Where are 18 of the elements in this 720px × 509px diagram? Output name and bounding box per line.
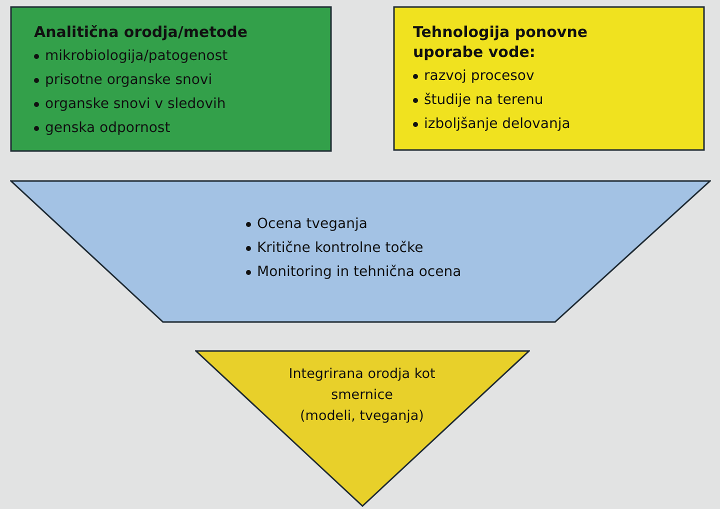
bullet-text: genska odpornost <box>45 120 170 136</box>
triangle-shape <box>195 350 530 507</box>
bullet-text: Kritične kontrolne točke <box>257 240 424 256</box>
bullet-text: prisotne organske snovi <box>45 72 212 88</box>
bullet-text: izboljšanje delovanja <box>424 116 570 132</box>
bullet-text: razvoj procesov <box>424 68 534 84</box>
bullet-text: študije na terenu <box>424 92 544 108</box>
text-box <box>393 6 705 151</box>
text-box <box>10 6 332 152</box>
shape-text: Integrirana orodja kot smernice <box>288 365 436 405</box>
bullet-text: Ocena tveganja <box>257 216 368 232</box>
bullet-text: mikrobiologija/patogenost <box>45 48 228 64</box>
box-heading: Analitična orodja/metode <box>34 22 249 42</box>
bullet-text: Monitoring in tehnična ocena <box>257 264 462 280</box>
shape-text: (modeli, tveganja) <box>299 407 425 426</box>
trapezoid-band <box>10 180 711 323</box>
bullet-text: organske snovi v sledovih <box>45 96 226 112</box>
box-heading: Tehnologija ponovne uporabe vode: <box>413 22 589 62</box>
